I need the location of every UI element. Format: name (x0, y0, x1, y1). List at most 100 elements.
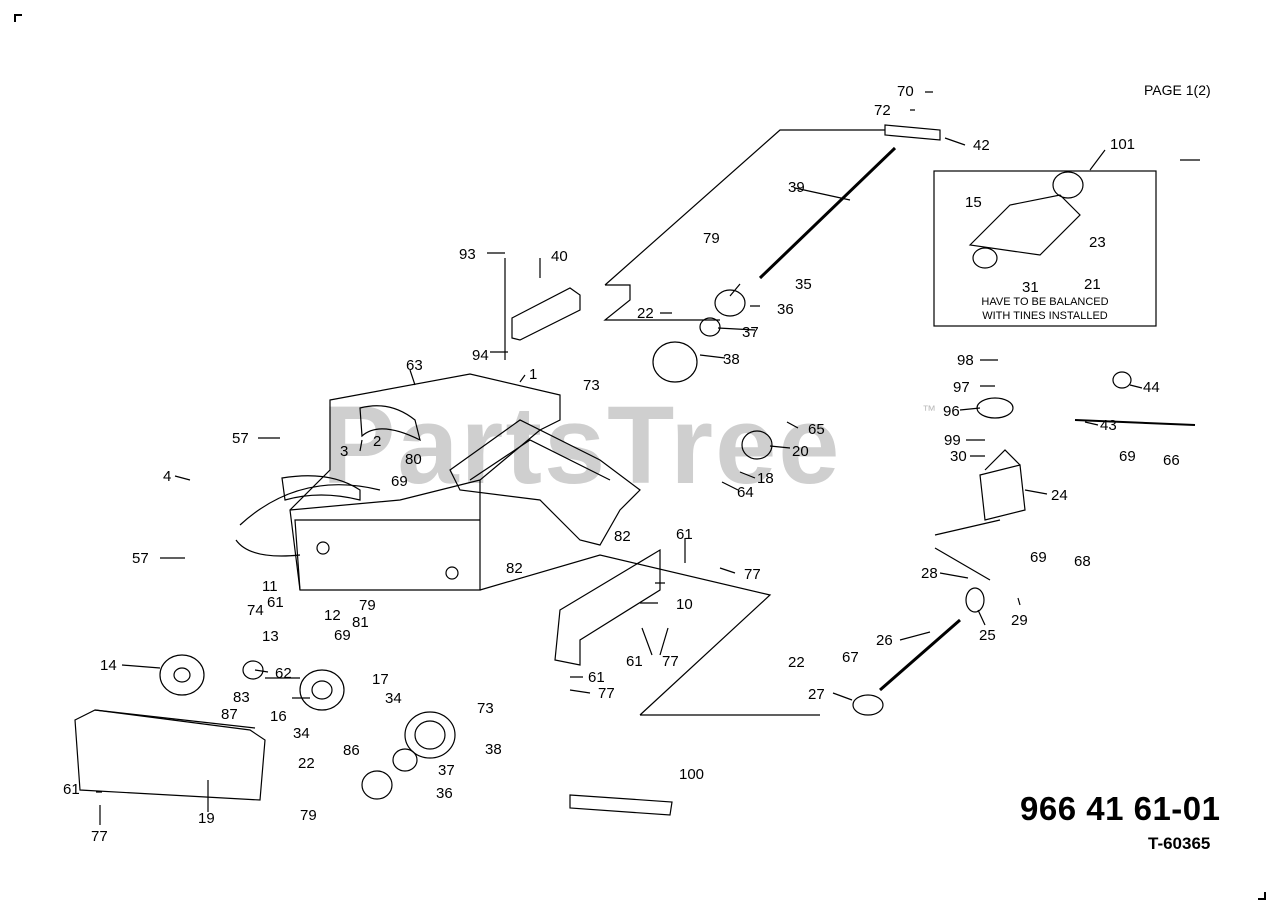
leaders (121, 664, 310, 699)
callout-96: 96 (943, 403, 960, 420)
callout-31: 31 (1022, 279, 1039, 296)
flange-36 (361, 770, 393, 800)
bushing-44 (1112, 371, 1132, 389)
callout-labels: 1 2 3 4 10 11 12 13 14 15 16 17 18 19 20… (63, 83, 1180, 845)
callout-99: 99 (944, 432, 961, 449)
kit-101-box (933, 170, 1157, 327)
drive-assembly-outline (479, 554, 820, 716)
shaft-assembly-outline (603, 129, 885, 321)
callout-77: 77 (662, 653, 679, 670)
housing-hole (445, 566, 459, 580)
callout-97: 97 (953, 379, 970, 396)
bracket-40 (511, 287, 581, 341)
handle-rod (235, 484, 381, 557)
leader-101 (1089, 149, 1106, 171)
callout-43: 43 (1100, 417, 1117, 434)
callout-69: 69 (1119, 448, 1136, 465)
callout-62: 62 (275, 665, 292, 682)
idler-20 (741, 430, 773, 460)
callout-22: 22 (637, 305, 654, 322)
callout-26: 26 (876, 632, 893, 649)
callout-24: 24 (1051, 487, 1068, 504)
callout-66: 66 (1163, 452, 1180, 469)
bracket-42 (884, 124, 941, 141)
callout-29: 29 (1011, 612, 1028, 629)
bearing-37 (392, 748, 418, 772)
callout-83: 83 (233, 689, 250, 706)
leaders (832, 384, 1143, 701)
housing-hole (316, 541, 330, 555)
callout-10: 10 (676, 596, 693, 613)
callout-37: 37 (438, 762, 455, 779)
callout-39: 39 (788, 179, 805, 196)
pulley-62 (242, 660, 264, 680)
trademark-symbol: ™ (922, 402, 936, 418)
callout-69: 69 (1030, 549, 1047, 566)
crop-mark-top-left (14, 14, 22, 22)
callout-40: 40 (551, 248, 568, 265)
callout-28: 28 (921, 565, 938, 582)
callout-57: 57 (232, 430, 249, 447)
callout-27: 27 (808, 686, 825, 703)
callout-14: 14 (100, 657, 117, 674)
callout-94: 94 (472, 347, 489, 364)
callout-3: 3 (340, 443, 348, 460)
callout-87: 87 (221, 706, 238, 723)
callout-61: 61 (63, 781, 80, 798)
seal-38-upper (652, 341, 698, 383)
callout-65: 65 (808, 421, 825, 438)
drive-guard (554, 548, 661, 666)
callout-30: 30 (950, 448, 967, 465)
housing-side-plate (294, 519, 480, 591)
callout-34: 34 (385, 690, 402, 707)
callout-13: 13 (262, 628, 279, 645)
gearbox-assembly-outline (934, 519, 1001, 581)
callout-18: 18 (757, 470, 774, 487)
chassis-rail (469, 439, 611, 481)
tine-assembly (968, 194, 1081, 256)
callout-23: 23 (1089, 234, 1106, 251)
flange-36-upper (714, 289, 746, 317)
callout-36: 36 (777, 301, 794, 318)
leaders (910, 91, 966, 146)
leaders (409, 252, 541, 386)
callout-35: 35 (795, 276, 812, 293)
leaders (660, 283, 760, 359)
callout-38: 38 (485, 741, 502, 758)
callout-15: 15 (965, 194, 982, 211)
callout-77: 77 (598, 685, 615, 702)
callout-22: 22 (788, 654, 805, 671)
callout-38: 38 (723, 351, 740, 368)
callout-12: 12 (324, 607, 341, 624)
callout-70: 70 (897, 83, 914, 100)
gearbox-top (984, 449, 1021, 471)
belt-cover (74, 709, 266, 801)
callout-4: 4 (163, 468, 171, 485)
callout-81: 81 (352, 614, 369, 631)
callout-16: 16 (270, 708, 287, 725)
tine-flange (972, 247, 998, 269)
chassis-frame (449, 419, 641, 546)
belt-cover-top (94, 709, 256, 729)
tine-housing (289, 373, 561, 591)
seal-38 (404, 711, 456, 759)
callout-74: 74 (247, 602, 264, 619)
shaft-66 (1074, 419, 1196, 426)
callout-22: 22 (298, 755, 315, 772)
callout-73: 73 (583, 377, 600, 394)
callout-11: 11 (262, 578, 278, 595)
callout-86: 86 (343, 742, 360, 759)
kit-note-line: WITH TINES INSTALLED (982, 310, 1108, 322)
hood-arm (281, 475, 361, 501)
callout-63: 63 (406, 357, 423, 374)
callout-77: 77 (744, 566, 761, 583)
callout-100: 100 (679, 766, 704, 783)
callout-67: 67 (842, 649, 859, 666)
callout-82: 82 (614, 528, 631, 545)
coupling-25 (965, 587, 985, 613)
crop-mark-bottom-right (1258, 892, 1266, 900)
bearing-37-upper (699, 317, 721, 337)
callout-77: 77 (91, 828, 108, 845)
